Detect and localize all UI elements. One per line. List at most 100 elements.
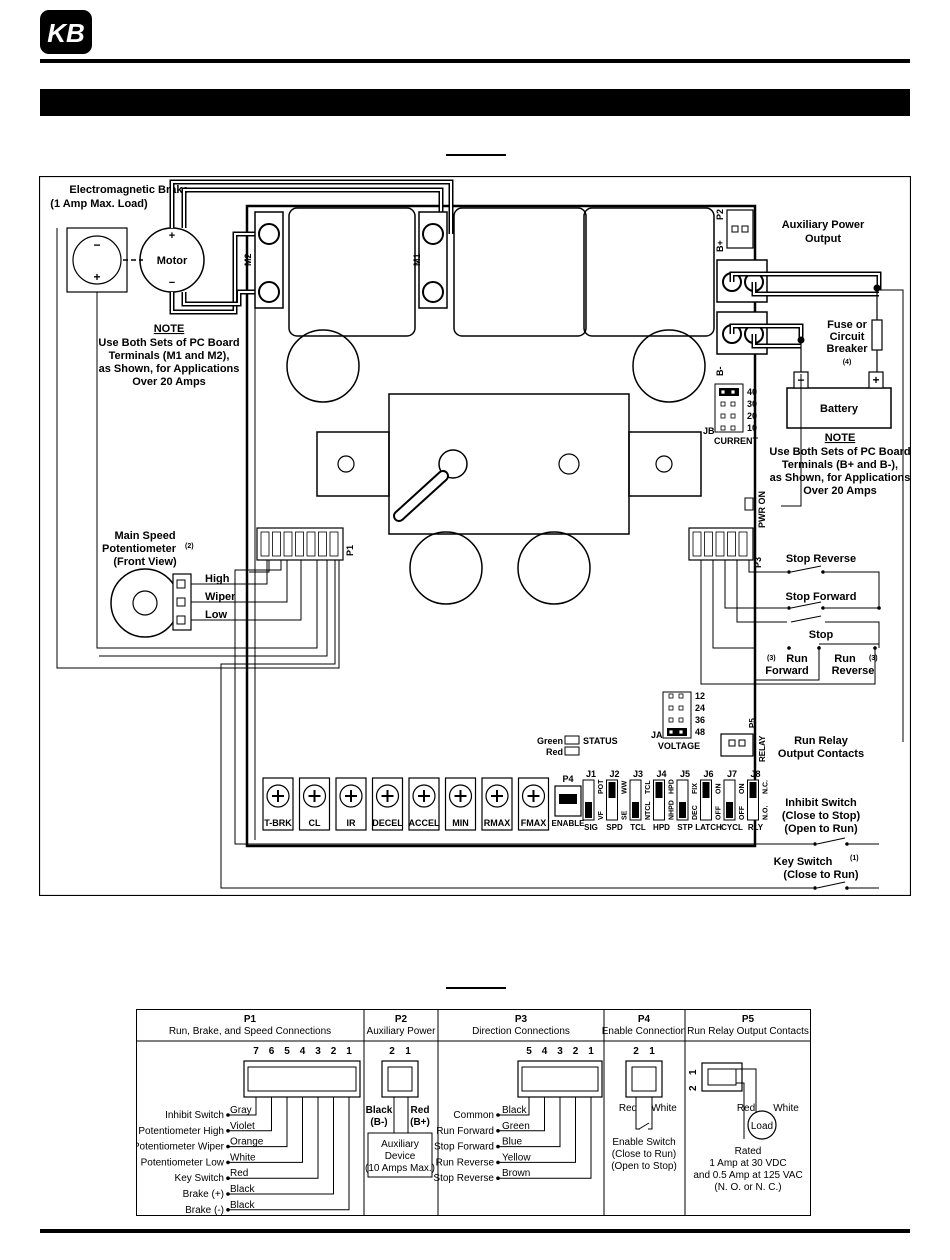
p3-pin-number: 2	[573, 1046, 579, 1057]
p1-function: Potentiometer Wiper	[136, 1142, 225, 1153]
jumper-top-label: POT	[598, 779, 605, 794]
jumper-j4: J4	[656, 769, 666, 779]
p1-wire	[228, 1097, 334, 1195]
battery-plus: +	[872, 373, 879, 387]
key-switch-sub: (Close to Run)	[783, 869, 858, 881]
jumper-block	[747, 779, 759, 821]
stop-reverse-label: Stop Reverse	[786, 553, 856, 565]
run-relay-label-2: Output Contacts	[778, 748, 864, 760]
jumper-shunt	[702, 782, 710, 798]
kb-logo: KB	[40, 10, 92, 54]
motor-label: Motor	[157, 255, 188, 267]
p3-pin-number: 1	[588, 1046, 594, 1057]
p1-label: P1	[345, 545, 355, 556]
fuse-ref: (4)	[843, 359, 852, 366]
p1-pin	[260, 531, 270, 557]
jumper-j5: J5	[680, 769, 690, 779]
jumper-shunt	[655, 782, 663, 798]
p1-wire	[228, 1097, 288, 1148]
ja-label: JA	[651, 730, 663, 740]
bminus-label: B-	[715, 367, 725, 377]
brake-subtitle: (1 Amp Max. Load)	[50, 198, 148, 210]
jumper-block	[653, 779, 665, 821]
wiring-diagram: Electromagnetic Brake (1 Amp Max. Load) …	[39, 176, 911, 896]
p5-rated-2: 1 Amp at 30 VDC	[709, 1158, 786, 1169]
enable-label: ENABLE	[552, 819, 586, 828]
inhibit-label-3: (Open to Run)	[784, 823, 858, 835]
p5-rated-4: (N. O. or N. C.)	[714, 1182, 781, 1193]
p1-pin-number: 2	[331, 1046, 337, 1057]
p3-pin-number: 3	[557, 1046, 563, 1057]
inhibit-label-2: (Close to Stop)	[782, 810, 861, 822]
p3-wire-dot	[496, 1113, 500, 1117]
jumper-shunt	[632, 802, 639, 818]
pot-high-label: High	[205, 573, 230, 585]
section-title-bar	[40, 89, 910, 116]
p1-wire-color: Orange	[230, 1137, 264, 1148]
p1-wire-dot	[226, 1113, 230, 1117]
p2-header: P2	[395, 1014, 408, 1025]
p1-wire-color: Black	[230, 1200, 255, 1211]
p1-wire-color: Violet	[230, 1121, 255, 1132]
brake-title: Electromagnetic Brake	[69, 184, 188, 196]
p2-bminus: (B-)	[370, 1117, 387, 1128]
pot-title-1: Main Speed	[114, 530, 175, 542]
p3-wire-dot	[496, 1144, 500, 1149]
p3-wire-color: Blue	[502, 1137, 522, 1148]
p2-connector	[726, 209, 754, 249]
aux-device-1: Auxiliary	[381, 1139, 419, 1150]
current-30: 30	[747, 399, 757, 409]
p1-wire-color: Red	[230, 1168, 248, 1179]
p3-function: Common	[453, 1110, 494, 1121]
jumper-block	[606, 779, 618, 821]
jumper-j7: J7	[727, 769, 737, 779]
p3-wire-dot	[496, 1176, 500, 1180]
p1-wire-dot	[226, 1176, 230, 1180]
p1-wire	[228, 1097, 350, 1211]
b-note-3: as Shown, for Applications	[770, 472, 911, 484]
pwr-on-led	[744, 497, 754, 511]
p4-white: White	[651, 1103, 677, 1114]
pot-title-2: Potentiometer	[102, 543, 177, 555]
p2-pin-2: 2	[389, 1046, 395, 1057]
jumper-function-label: TCL	[630, 823, 646, 832]
jumper-function-label: SIG	[584, 823, 598, 832]
jumper-function-label: STP	[677, 823, 693, 832]
enable-switch-2: (Close to Run)	[612, 1149, 676, 1160]
jumper-function-label: HPD	[653, 823, 670, 832]
p4-red: Red	[619, 1103, 637, 1114]
p1-plug	[243, 1060, 361, 1098]
current-10: 10	[747, 423, 757, 433]
trimpot-slot	[491, 790, 503, 802]
jb-label: JB	[703, 426, 715, 436]
p2-black: Black	[366, 1105, 393, 1116]
connector-table: P1 Run, Brake, and Speed Connections P2 …	[136, 1009, 811, 1216]
p4-pin-2: 2	[633, 1046, 639, 1057]
p4-subheader: Enable Connection	[602, 1026, 687, 1037]
run-forward-label: Run	[786, 653, 808, 665]
jumper-block	[700, 779, 712, 821]
jumper-j6: J6	[703, 769, 713, 779]
header-rule	[40, 59, 910, 63]
p1-pin-number: 6	[269, 1046, 275, 1057]
p1-pin	[283, 531, 293, 557]
m-note-2: Terminals (M1 and M2),	[109, 350, 230, 362]
jumper-block	[723, 779, 736, 821]
trimpot-slot	[527, 790, 540, 802]
jumper-bottom-label: NTCL	[645, 801, 652, 820]
trimpot-slot	[345, 790, 357, 802]
jumper-top-label: HPD	[669, 779, 676, 794]
p5-pin-2: 2	[688, 1085, 699, 1091]
m-note-title: NOTE	[154, 323, 185, 335]
jumper-shunt	[726, 802, 733, 818]
jumper-bottom-label: OFF	[739, 805, 746, 820]
p1-plug-inner	[247, 1066, 357, 1092]
status-led-green	[564, 735, 580, 745]
terminal-bminus	[716, 311, 768, 355]
p1-function: Key Switch	[175, 1173, 224, 1184]
relay-label: RELAY	[758, 735, 767, 762]
p3-wire-dot	[496, 1129, 500, 1133]
aux-device-2: Device	[385, 1151, 416, 1162]
p4-label: P4	[562, 774, 573, 784]
p5-header: P5	[742, 1014, 755, 1025]
